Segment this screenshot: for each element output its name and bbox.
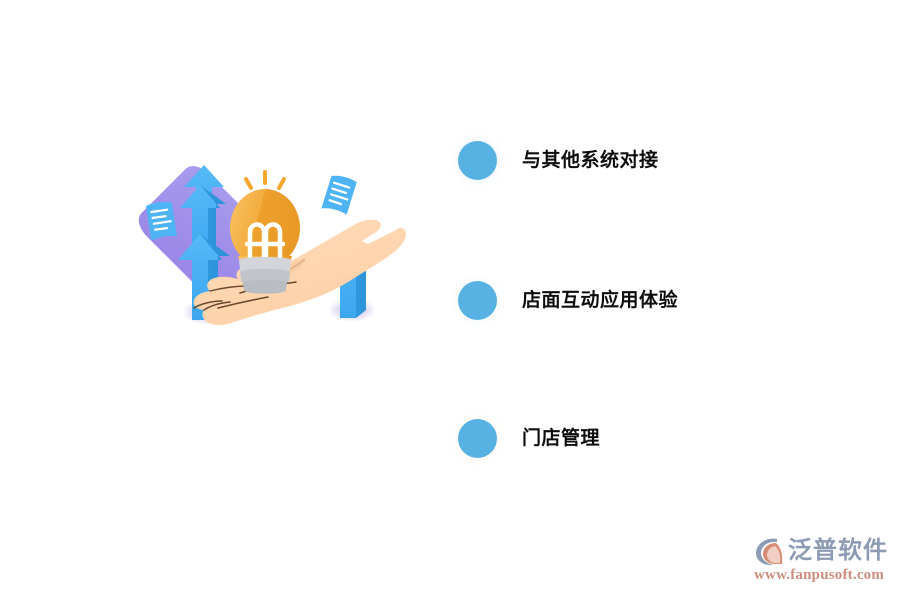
- illustration-svg: [138, 165, 406, 326]
- document-scrap-left: [146, 202, 177, 241]
- bulb-spark-lines: [244, 170, 286, 190]
- document-scrap-right: [321, 175, 357, 215]
- bullet-dot-icon: [458, 419, 497, 458]
- watermark: 泛普软件 www.fanpusoft.com: [752, 530, 892, 592]
- bullet-dot-icon: [458, 281, 497, 320]
- hand-holding-lightbulb-illustration: [100, 160, 445, 400]
- bulb-base: [239, 257, 291, 294]
- feature-label: 门店管理: [522, 427, 601, 449]
- fanpu-logo-icon: [756, 538, 783, 566]
- bullet-wrap: [450, 414, 501, 462]
- bulb-filament: [244, 222, 286, 261]
- bullet-dot-icon: [458, 141, 497, 180]
- feature-label: 与其他系统对接: [522, 149, 659, 171]
- feature-item-integration[interactable]: 与其他系统对接: [450, 136, 870, 184]
- feature-item-in-store-interactive-experience[interactable]: 店面互动应用体验: [450, 276, 870, 324]
- bullet-wrap: [450, 136, 501, 184]
- arrow-up-left-main: [178, 234, 230, 320]
- watermark-brand-text: 泛普软件: [788, 537, 888, 564]
- feature-label: 店面互动应用体验: [522, 289, 679, 311]
- lightbulb: [230, 170, 300, 294]
- watermark-url-text: www.fanpusoft.com: [754, 567, 885, 583]
- arrow-up-upper-left: [180, 185, 226, 260]
- watermark-brand-row: 泛普软件: [752, 534, 888, 568]
- feature-list: 与其他系统对接 店面互动应用体验 门店管理: [450, 120, 870, 480]
- feature-item-store-management[interactable]: 门店管理: [450, 414, 870, 462]
- bullet-wrap: [450, 276, 501, 324]
